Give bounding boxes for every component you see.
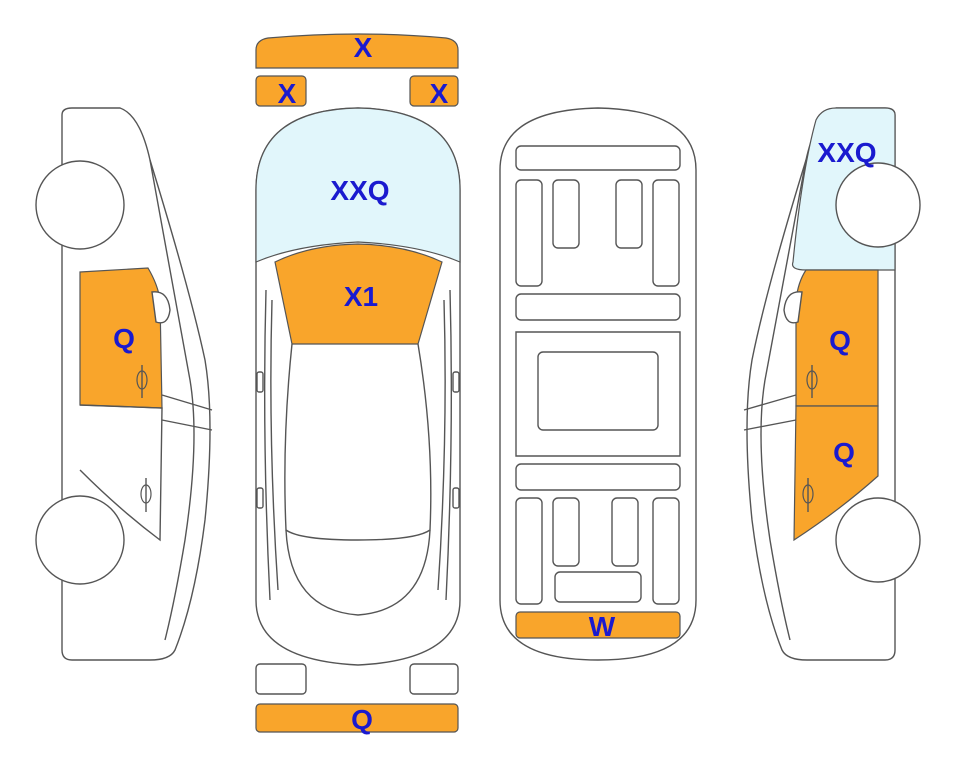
left-window-line [161,394,213,431]
hood [274,243,443,345]
right-front-door-handle [806,365,818,398]
underside-rear-right-strut [652,497,680,605]
front-left-light-label: X [278,78,297,109]
top-view: X X X XXQ X1 Q [255,32,461,735]
left-side-view: Q [35,107,213,661]
front-left-light [255,75,307,107]
right-windshield-label: XXQ [817,137,876,168]
rear-bumper-label: Q [351,704,373,735]
top-left-mirror [256,371,264,393]
front-bumper-center [255,33,459,69]
underside-rear-left-strut [515,497,543,605]
top-left-body-line [263,289,279,601]
right-rear-door-label: Q [833,437,855,468]
right-window-line [743,394,797,431]
left-front-wheel [35,160,125,250]
right-front-door-label: Q [829,325,851,356]
underside-rear-panel [515,463,681,491]
top-right-body-line [437,289,453,601]
front-bumper-label: X [354,32,373,63]
rear-skirt [515,611,681,639]
front-right-light-label: X [430,78,449,109]
underside-front-right-strut [652,179,680,287]
rear-skirt-label: W [589,611,616,642]
underside-front-right-inner [615,179,643,249]
left-rear-door-handle [140,478,152,512]
right-rear-wheel [835,497,921,583]
underside-view: W [499,107,697,661]
right-mirror [783,291,803,324]
hood-label: X1 [344,281,378,312]
left-rear-door-outline [79,404,163,542]
right-rear-door-handle [802,478,814,512]
left-mirror [151,291,171,324]
top-right-handle [452,487,460,509]
top-cabin-outline [284,343,432,541]
left-front-door-handle [136,365,148,398]
windshield [255,107,461,263]
underside-center-box [537,351,659,431]
underside-front-left-inner [552,179,580,249]
top-left-handle [256,487,264,509]
front-right-light [409,75,459,107]
rear-left-light [255,663,307,695]
top-rear-window-outline [285,529,431,616]
left-front-door-label: Q [113,323,135,354]
right-rear-door [793,405,879,542]
underside-front-left-strut [515,179,543,287]
underside-front-panel [515,145,681,171]
underside-rear-box [554,571,642,603]
right-front-wheel [835,162,921,248]
left-rear-wheel [35,495,125,585]
underside-mid-panel [515,293,681,321]
rear-right-light [409,663,459,695]
underside-rear-right-inner [611,497,639,567]
windshield-label: XXQ [330,175,389,206]
right-side-view: XXQ Q Q [743,107,921,661]
rear-bumper [255,703,459,733]
top-right-mirror [452,371,460,393]
underside-rear-left-inner [552,497,580,567]
